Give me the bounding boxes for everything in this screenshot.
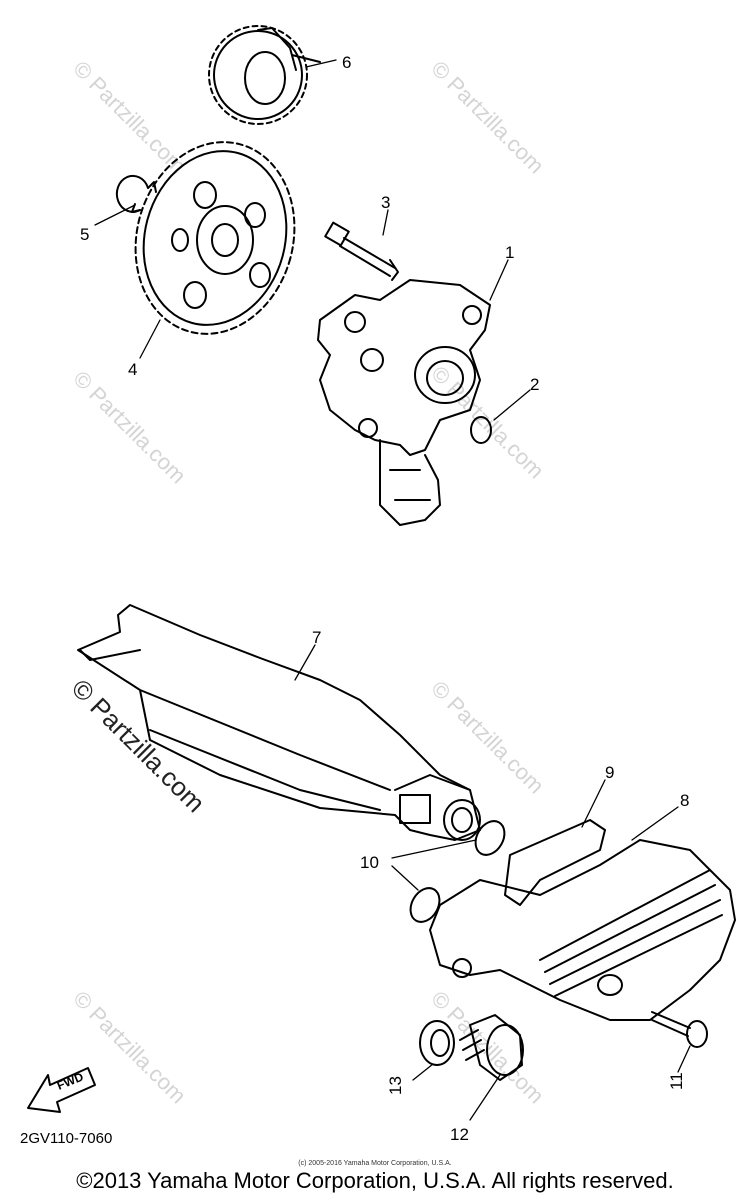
callout-5: 5 xyxy=(80,225,89,244)
o-ring-part-2 xyxy=(470,416,492,444)
bolt-part-3 xyxy=(324,221,399,281)
callout-labels: 6 5 3 1 2 4 7 9 8 10 11 13 12 xyxy=(80,53,689,1144)
callout-12: 12 xyxy=(450,1125,469,1144)
callout-13: 13 xyxy=(386,1076,405,1095)
gasket-part-9 xyxy=(504,819,606,906)
copyright-notice: ©2013 Yamaha Motor Corporation, U.S.A. A… xyxy=(76,1168,674,1193)
callout-7: 7 xyxy=(312,628,321,647)
callout-9: 9 xyxy=(605,763,614,782)
leader-lines xyxy=(94,59,691,1121)
strainer-cover-part-8 xyxy=(429,839,736,1021)
watermark: © Partzilla.com xyxy=(68,986,191,1109)
diagram-code: 2GV110-7060 xyxy=(20,1130,113,1147)
callout-4: 4 xyxy=(128,360,137,379)
fwd-arrow-icon: FWD xyxy=(27,1067,96,1113)
callout-6: 6 xyxy=(342,53,351,72)
oil-strainer-part-7 xyxy=(77,604,481,841)
small-gear-part-6 xyxy=(208,25,321,125)
watermark: © Partzilla.com xyxy=(68,366,191,489)
callout-8: 8 xyxy=(680,791,689,810)
small-bolt-part-11 xyxy=(651,1011,708,1048)
drain-plug-part-12 xyxy=(459,1014,524,1081)
large-gear-part-4 xyxy=(134,141,296,335)
watermark-layer: © Partzilla.com © Partzilla.com © Partzi… xyxy=(66,56,549,1109)
small-copyright: (c) 2005-2016 Yamaha Motor Corporation, … xyxy=(298,1160,452,1167)
callout-2: 2 xyxy=(530,375,539,394)
callout-3: 3 xyxy=(381,193,390,212)
o-rings-part-10 xyxy=(409,820,506,923)
circlip-part-5 xyxy=(115,174,157,213)
callout-10: 10 xyxy=(360,853,379,872)
washer-part-13 xyxy=(419,1020,455,1066)
watermark: © Partzilla.com xyxy=(68,56,191,179)
watermark: © Partzilla.com xyxy=(426,56,549,179)
oil-pump-part-1 xyxy=(317,279,491,526)
callout-1: 1 xyxy=(505,243,514,262)
callout-11: 11 xyxy=(667,1072,686,1090)
